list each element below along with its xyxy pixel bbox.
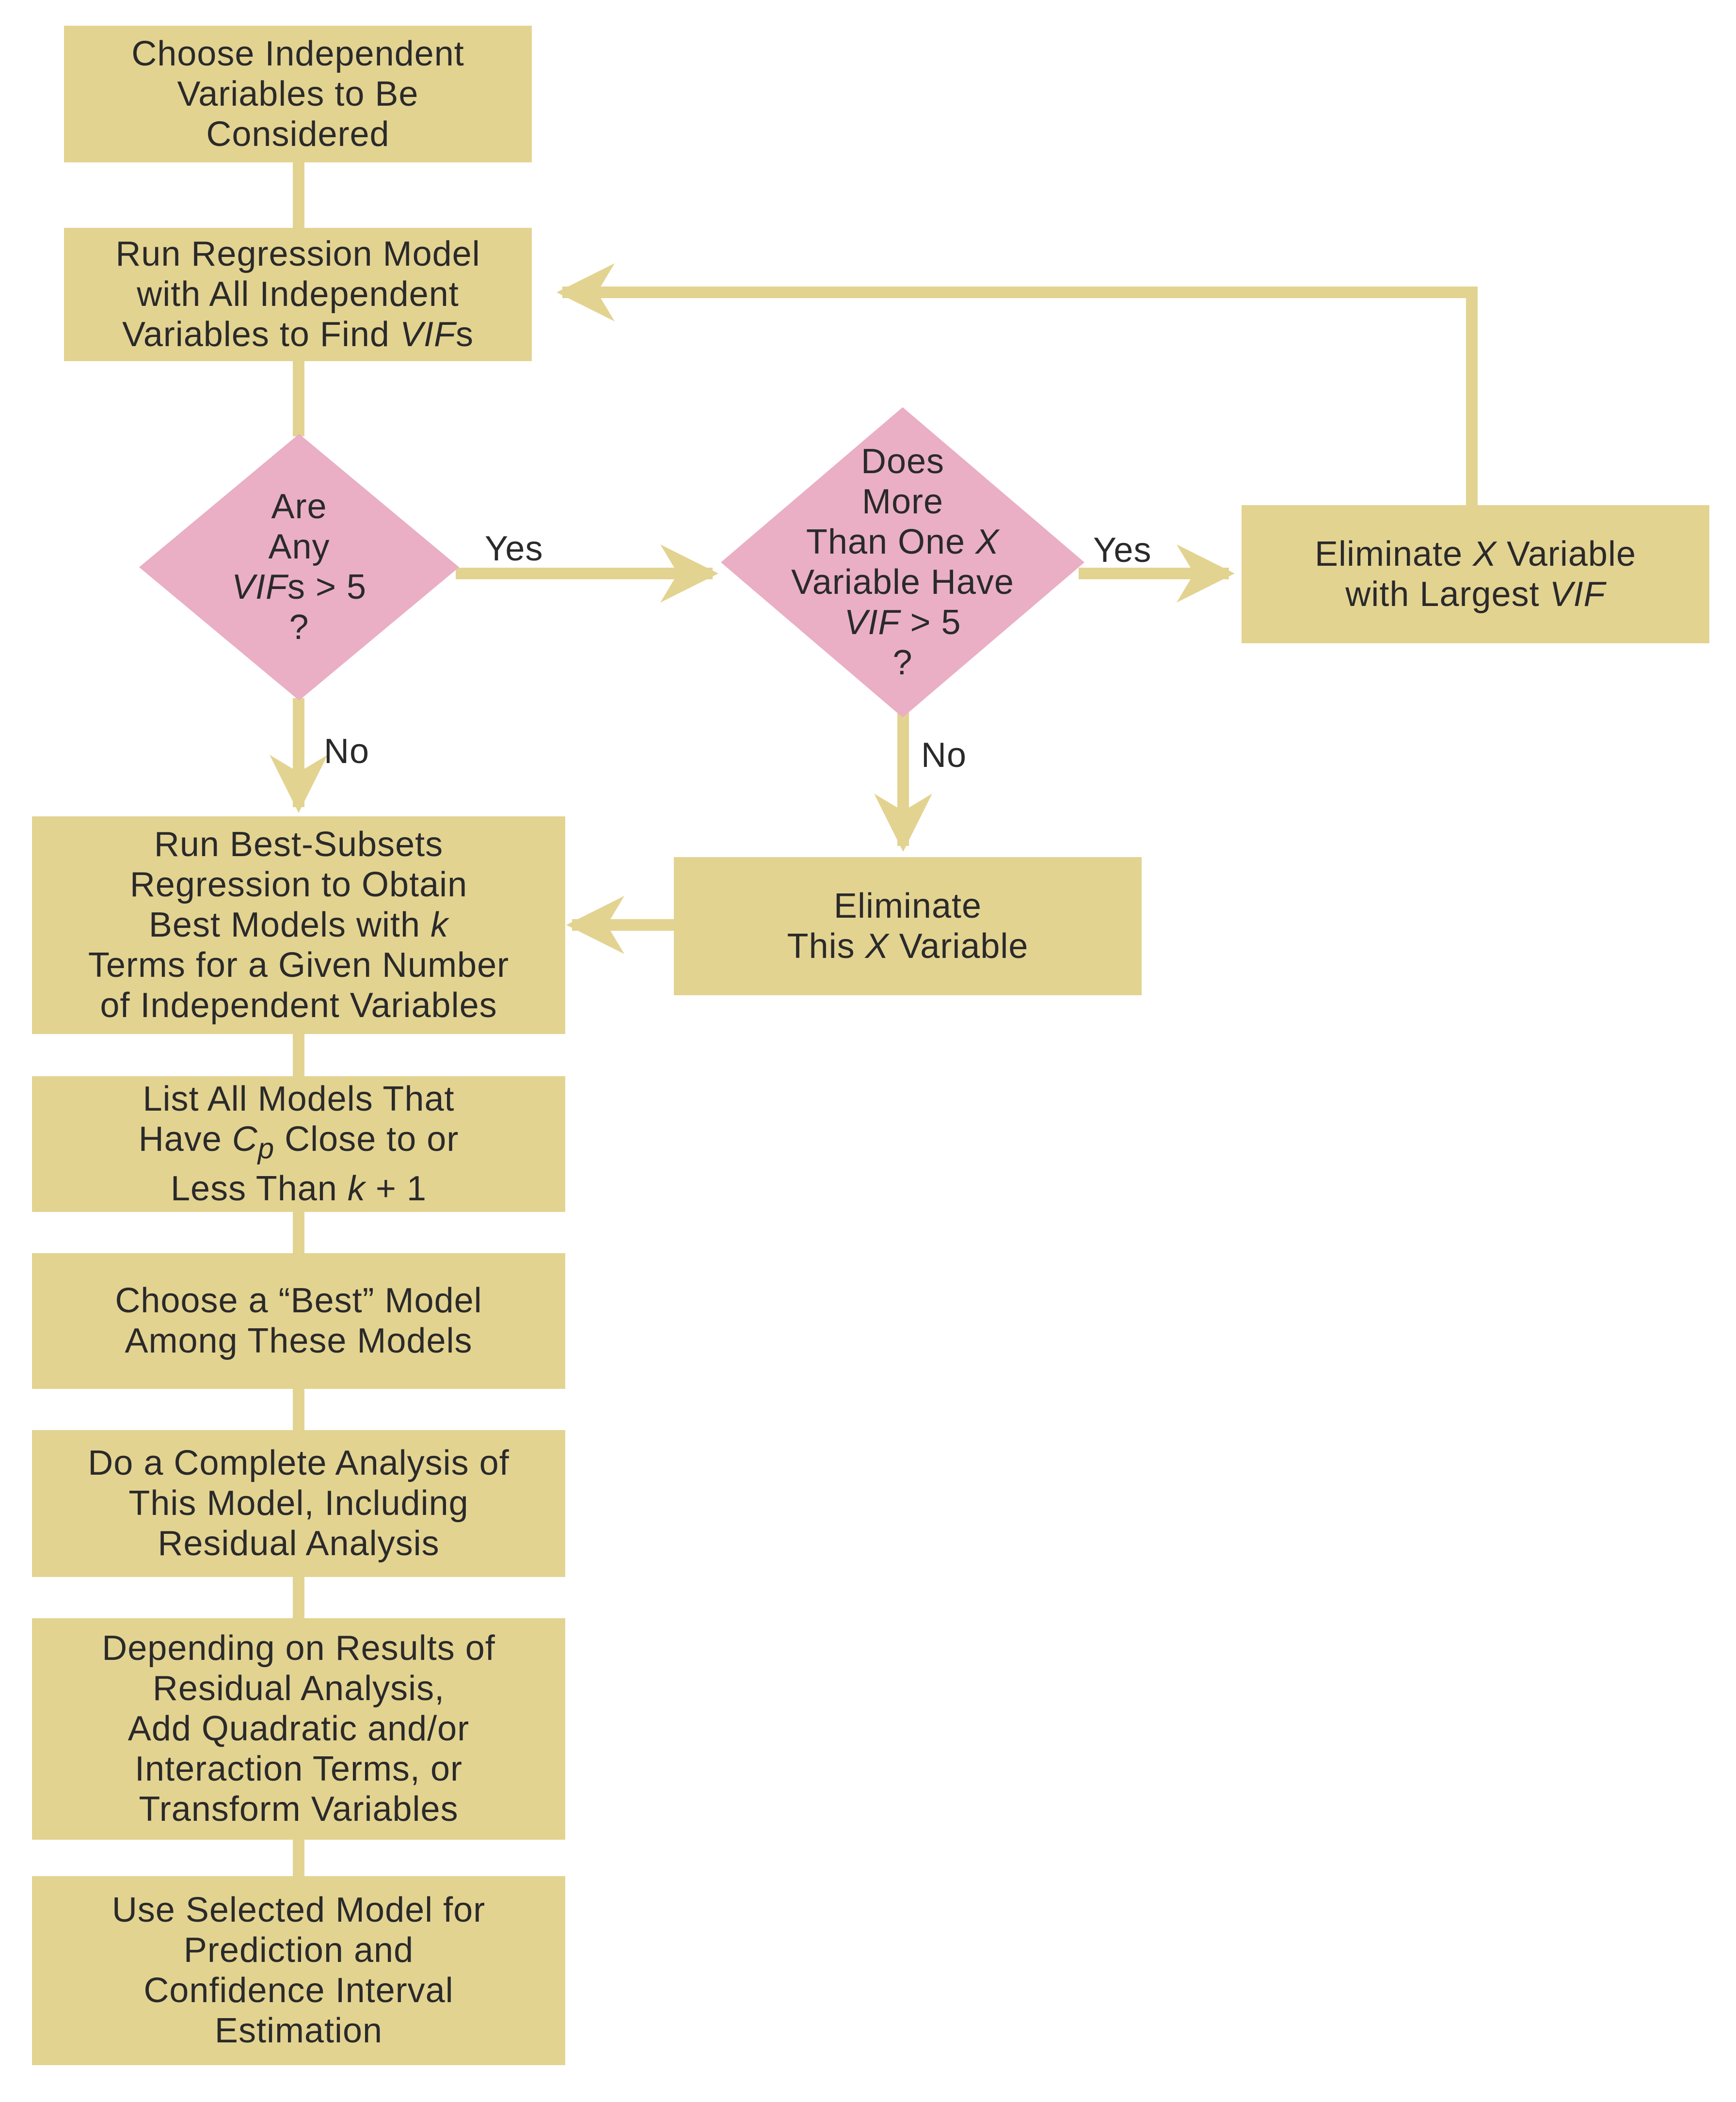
decision-line: VIF > 5 [844,603,961,642]
decision-any-vifs-greater-than-5: Are Any VIFs > 5 ? [139,434,459,701]
decision-line: Are [271,487,327,526]
box-line: Confidence Interval [143,1971,454,2010]
box-line: Residual Analysis [158,1524,440,1563]
step-eliminate-x-with-largest-vif: Eliminate X Variable with Largest VIF [1242,505,1709,643]
box-line: Transform Variables [139,1790,459,1829]
box-line: Variables to Find VIFs [122,315,474,354]
edge-label-no: No [324,732,370,771]
decision-line: More [861,482,944,521]
step-choose-best-model: Choose a “Best” Model Among These Models [32,1253,565,1389]
box-line: Add Quadratic and/or [127,1709,470,1748]
step-list-models-cp: List All Models That Have Cp Close to or… [32,1076,565,1212]
edge-label-yes: Yes [485,529,543,568]
decision-line: Variable Have [791,563,1014,602]
box-line: Depending on Results of [102,1629,495,1668]
decision-line: Any [268,527,330,566]
box-line: Interaction Terms, or [135,1750,462,1788]
box-line: Use Selected Model for [111,1891,486,1929]
step-use-selected-model: Use Selected Model for Prediction and Co… [32,1876,565,2065]
box-line: List All Models That [143,1080,455,1119]
step-choose-independent-variables: Choose Independent Variables to Be Consi… [64,26,532,162]
box-line: Regression to Obtain [129,865,468,904]
step-run-regression-model: Run Regression Model with All Independen… [64,228,532,361]
edge-label-yes: Yes [1093,531,1152,570]
box-line: with All Independent [137,275,459,314]
box-line: Residual Analysis, [152,1669,445,1708]
box-line: with Largest VIF [1345,574,1606,614]
box-line: This Model, Including [128,1484,469,1523]
connector-eliminate-loop-back [557,263,1478,505]
box-line: Eliminate [833,886,982,925]
decision-text: Are Any VIFs > 5 ? [195,487,403,648]
box-line: Terms for a Given Number [88,946,510,985]
step-add-terms-or-transform: Depending on Results of Residual Analysi… [32,1618,565,1840]
box-line: Variables to Be [177,74,419,113]
step-complete-analysis: Do a Complete Analysis of This Model, In… [32,1430,565,1577]
box-line: Among These Models [125,1322,473,1360]
diamond-shape [721,407,1084,717]
box-line: Choose a “Best” Model [115,1281,482,1320]
box-line: This X Variable [787,926,1029,966]
box-line: Have Cp Close to or [138,1120,459,1165]
edge-label-no: No [921,736,967,775]
box-line: Eliminate X Variable [1315,534,1636,573]
decision-line: VIFs > 5 [231,568,367,606]
box-line: of Independent Variables [100,986,497,1025]
box-line: Estimation [214,2011,383,2050]
box-line: Less Than k + 1 [170,1169,427,1208]
decision-line: ? [289,608,309,647]
diamond-shape [139,434,459,701]
box-line: Choose Independent [131,34,464,73]
box-line: Considered [206,114,390,154]
box-line: Best Models with k [148,906,449,944]
box-line: Do a Complete Analysis of [88,1444,510,1482]
box-line: Run Regression Model [115,235,480,273]
decision-more-than-one-x-vif: Does More Than One X Variable Have VIF >… [721,407,1084,717]
decision-line: ? [892,643,913,682]
box-line: Run Best-Subsets [154,825,444,864]
decision-line: Does [860,442,945,481]
decision-text: Does More Than One X Variable Have VIF >… [757,442,1048,683]
step-run-best-subsets-regression: Run Best-Subsets Regression to Obtain Be… [32,816,565,1034]
box-line: Prediction and [183,1931,414,1970]
decision-line: Than One X [806,523,1000,561]
step-eliminate-this-x-variable: Eliminate This X Variable [674,857,1142,995]
